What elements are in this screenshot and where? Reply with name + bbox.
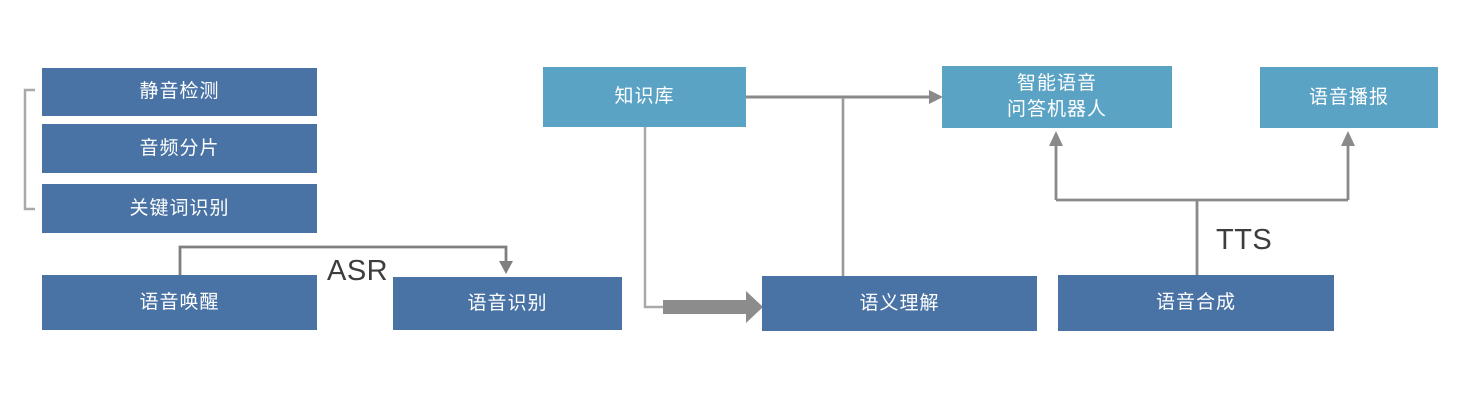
node-label: 语音识别	[467, 292, 548, 314]
node-label-line2: 问答机器人	[1006, 99, 1107, 120]
group-bracket	[23, 88, 35, 211]
node-label: 语音唤醒	[139, 291, 220, 313]
asr-edge-label: ASR	[327, 255, 389, 287]
kb-to-robot-arrowhead-icon	[929, 90, 943, 104]
node-label: 关键词识别	[129, 197, 230, 219]
asr-connector-line	[178, 245, 508, 275]
node-speech-synthesis: 语音合成	[1058, 275, 1334, 331]
asr-arrowhead-icon	[499, 261, 513, 274]
node-label: 音频分片	[139, 137, 220, 159]
tts-right-arrowhead-icon	[1341, 131, 1355, 146]
node-label: 静音检测	[139, 81, 220, 103]
node-silence-detection: 静音检测	[42, 68, 317, 116]
node-label-line1: 智能语音	[1016, 73, 1097, 95]
node-semantic-understanding: 语义理解	[762, 276, 1037, 331]
node-label: 语音合成	[1155, 292, 1236, 314]
node-qa-robot: 智能语音 问答机器人	[942, 66, 1172, 128]
node-knowledge-base: 知识库	[543, 67, 746, 127]
node-voice-wakeup: 语音唤醒	[42, 275, 317, 330]
tts-left-arrowhead-icon	[1049, 131, 1063, 146]
tts-edge-label: TTS	[1216, 224, 1273, 256]
kb-to-semantic-elbow-line	[643, 127, 663, 309]
thick-arrow-icon	[663, 291, 763, 323]
node-voice-broadcast: 语音播报	[1260, 67, 1438, 128]
node-speech-recognition: 语音识别	[393, 277, 622, 330]
node-label: 语义理解	[859, 292, 940, 314]
node-label: 知识库	[614, 86, 675, 108]
node-audio-slicing: 音频分片	[42, 124, 317, 173]
node-label: 语音播报	[1308, 86, 1389, 108]
node-keyword-recognition: 关键词识别	[42, 184, 317, 233]
tts-connector-lines	[1054, 144, 1350, 275]
